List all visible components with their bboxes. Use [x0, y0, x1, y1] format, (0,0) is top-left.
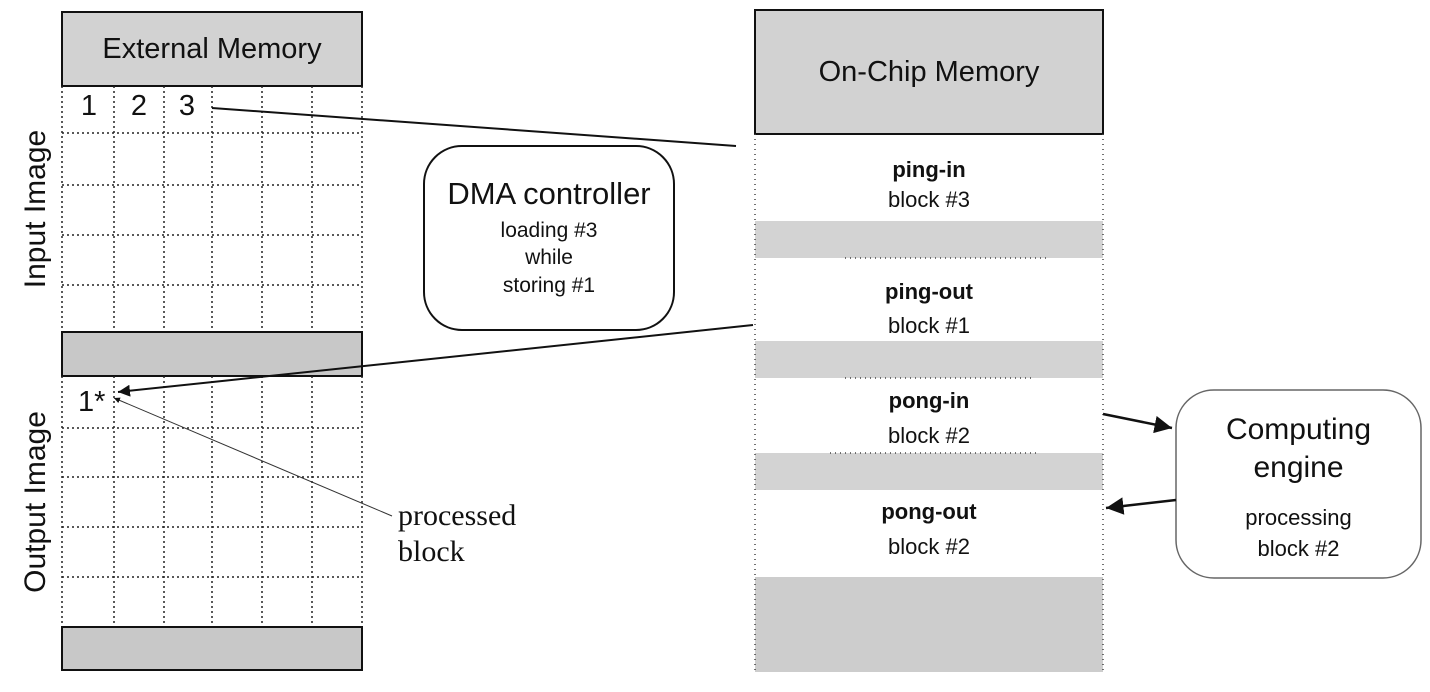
input-image-label: Input Image [19, 129, 52, 289]
engine-status-line: processing [1245, 505, 1352, 530]
computing-engine-box [1175, 389, 1422, 579]
external-memory-footer [61, 626, 363, 671]
output-image-label: Output Image [19, 411, 52, 593]
processed-block-pointer [113, 397, 393, 517]
onchip-memory-title: On-Chip Memory [818, 56, 1040, 88]
buffer-name: ping-in [892, 157, 966, 182]
output-transfer-arrow [117, 324, 754, 397]
processed-block-annotation: processed block [398, 498, 516, 570]
onchip-gap-3 [755, 453, 1103, 490]
dma-controller-title: DMA controller [447, 176, 651, 211]
output-image-grid [61, 376, 363, 627]
dma-controller-status: loading #3 while storing #1 [424, 217, 674, 299]
onchip-gap-2 [755, 341, 1103, 378]
external-memory-title: External Memory [102, 33, 322, 65]
to-engine-arrow [1102, 412, 1173, 434]
input-transfer-line [211, 107, 737, 147]
dma-status-line: loading #3 [500, 219, 598, 242]
onchip-gap-1 [755, 221, 1103, 258]
onchip-footer [755, 577, 1103, 672]
input-cell-label: 1 [80, 90, 98, 122]
output-cell-label: 1* [78, 386, 106, 418]
buffer-name: pong-out [881, 499, 977, 524]
external-memory-separator [61, 331, 363, 377]
buffer-block: block #3 [888, 187, 970, 212]
from-engine-arrow [1105, 497, 1177, 515]
onchip-dotted-outline [754, 134, 1104, 672]
input-cell-label: 2 [130, 90, 148, 122]
buffer-name: ping-out [885, 279, 973, 304]
engine-title-line: engine [1253, 450, 1344, 484]
annotation-line: processed [398, 499, 517, 532]
buffer-block: block #2 [888, 423, 970, 448]
annotation-line: block [398, 535, 465, 568]
engine-status-line: block #2 [1257, 535, 1340, 561]
engine-title-line: Computing [1225, 413, 1372, 446]
input-image-grid [61, 86, 363, 332]
computing-engine-status: processing block #2 [1176, 503, 1421, 565]
buffer-name: pong-in [888, 388, 970, 413]
computing-engine-title: Computing engine [1176, 411, 1421, 486]
onchip-memory-header [754, 9, 1104, 135]
input-cell-label: 3 [178, 90, 196, 122]
external-memory-header [61, 11, 363, 87]
buffer-block: block #2 [888, 534, 970, 559]
buffer-block: block #1 [888, 313, 970, 338]
dma-status-line: while [525, 246, 573, 270]
dma-status-line: storing #1 [502, 273, 596, 297]
dma-controller-box [423, 145, 675, 331]
